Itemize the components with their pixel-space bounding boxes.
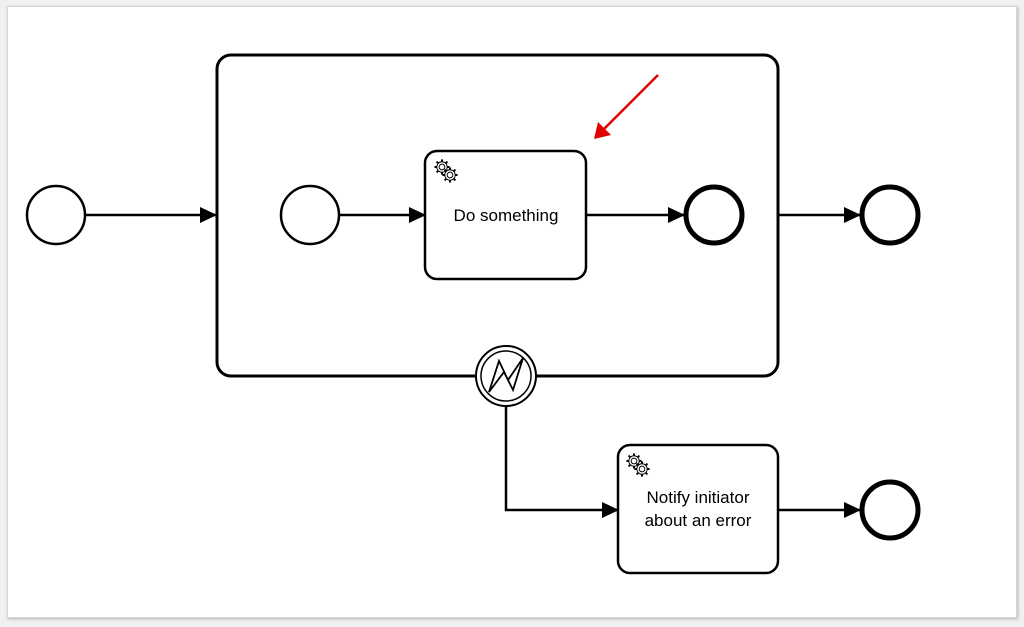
annotation-arrow <box>594 74 659 139</box>
start-event[interactable] <box>25 184 87 246</box>
task-do-something[interactable]: Do something <box>423 149 588 281</box>
error-end-event[interactable] <box>859 479 921 541</box>
error-boundary-event[interactable] <box>475 345 537 407</box>
task-label: Do something <box>454 206 559 225</box>
task-notify-initiator[interactable]: Notify initiator about an error <box>616 443 780 575</box>
error-icon <box>488 357 524 393</box>
task-label-line1: Notify initiator <box>647 488 750 507</box>
end-event[interactable] <box>859 184 921 246</box>
task-label-line2: about an error <box>645 511 752 530</box>
flow-error-to-notify[interactable] <box>504 407 619 518</box>
sub-end-event[interactable] <box>683 184 745 246</box>
sub-start-event[interactable] <box>279 184 341 246</box>
